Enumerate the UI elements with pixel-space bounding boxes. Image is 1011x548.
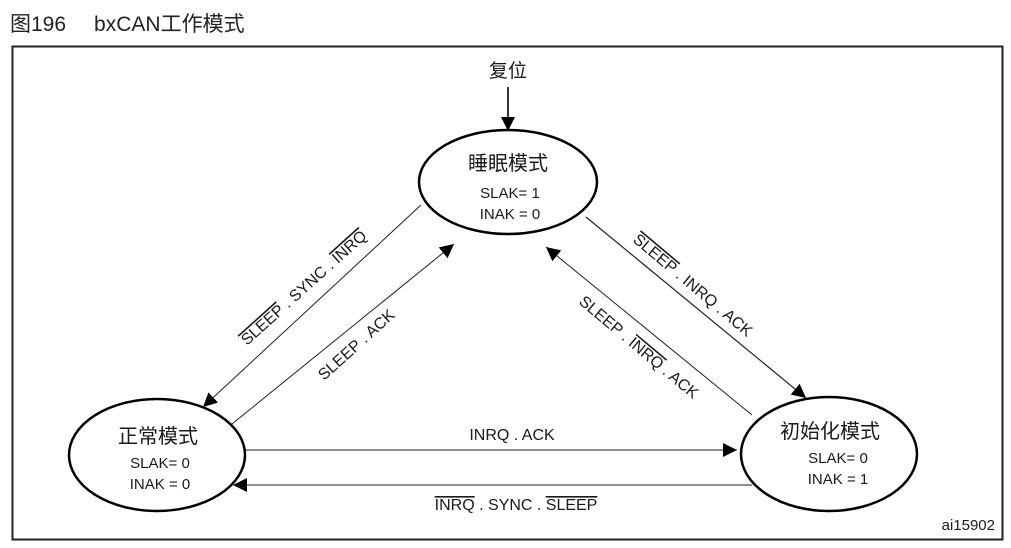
negated-term: INRQ — [435, 497, 475, 514]
state-init-inak: INAK = 1 — [808, 471, 868, 488]
term: . INRQ . ACK — [669, 264, 756, 341]
reset-label: 复位 — [489, 60, 527, 82]
term: SLEEP . ACK — [315, 306, 398, 384]
term: SLEEP . — [575, 293, 635, 348]
arrow-init-to-sleep — [545, 246, 753, 416]
state-sleep: 睡眠模式 SLAK= 1 INAK = 0 — [417, 128, 599, 236]
state-sleep-slak: SLAK= 1 — [480, 185, 540, 202]
state-normal-inak: INAK = 0 — [130, 476, 190, 493]
label-sleep-to-normal: SLEEP . SYNC . INRQ — [238, 228, 370, 349]
negated-term: SLEEP — [629, 231, 679, 277]
label-sleep-to-init: SLEEP . INRQ . ACK — [629, 231, 755, 341]
term: INRQ . ACK — [469, 427, 555, 444]
term: . ACK — [656, 360, 702, 402]
figure-caption: 图196 bxCAN工作模式 — [10, 8, 245, 38]
state-normal-slak: SLAK= 0 — [130, 455, 190, 472]
diagram-frame — [11, 45, 1004, 541]
state-sleep-name: 睡眠模式 — [468, 151, 548, 175]
state-init: 初始化模式 SLAK= 0 INAK = 1 — [739, 395, 919, 513]
label-init-to-sleep: SLEEP . INRQ . ACK — [575, 293, 701, 403]
negated-term: SLEEP — [546, 497, 598, 514]
negated-term: SLEEP — [238, 302, 287, 349]
figure-id: ai15902 — [942, 517, 995, 534]
arrow-sleep-to-init — [585, 216, 807, 399]
arrow-sleep-to-normal — [202, 204, 422, 408]
state-init-name: 初始化模式 — [780, 419, 880, 443]
term: . SYNC . — [276, 254, 340, 314]
state-normal-name: 正常模式 — [118, 424, 198, 448]
negated-term: INRQ — [329, 228, 370, 267]
arrow-normal-to-sleep — [231, 243, 455, 425]
state-normal: 正常模式 SLAK= 0 INAK = 0 — [67, 397, 247, 513]
label-normal-to-sleep: SLEEP . ACK — [315, 306, 398, 384]
state-sleep-inak: INAK = 0 — [480, 206, 540, 223]
state-init-slak: SLAK= 0 — [808, 450, 868, 467]
figure-number: 图196 — [10, 13, 67, 36]
label-init-to-normal: INRQ . SYNC . SLEEP — [435, 497, 598, 514]
label-normal-to-init: INRQ . ACK — [469, 427, 555, 444]
figure-title: bxCAN工作模式 — [94, 13, 245, 36]
term: . SYNC . — [475, 497, 546, 514]
